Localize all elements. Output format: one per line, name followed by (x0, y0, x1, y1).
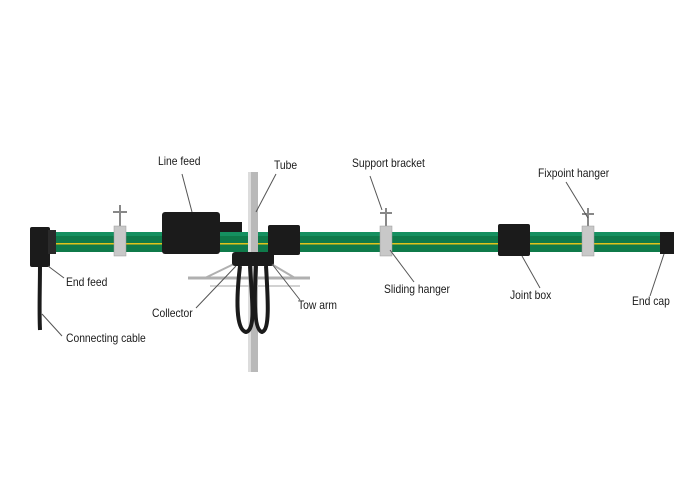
fixpoint-hanger-left (113, 205, 127, 257)
label-joint-box: Joint box (510, 288, 552, 302)
label-end-cap: End cap (632, 294, 670, 308)
collector (232, 252, 274, 335)
label-collector: Collector (152, 306, 193, 320)
sliding-hanger (379, 208, 393, 257)
label-line-feed: Line feed (158, 154, 201, 168)
end-feed (30, 227, 56, 267)
label-sliding-hanger: Sliding hanger (384, 282, 450, 296)
label-support-bracket: Support bracket (352, 156, 425, 170)
fixpoint-hanger-right (581, 208, 595, 257)
conductor-rail (48, 232, 662, 252)
joint-box-left (268, 225, 300, 255)
label-tube: Tube (274, 158, 298, 172)
joint-box (498, 224, 530, 256)
label-connecting-cable: Connecting cable (66, 331, 146, 345)
label-tow-arm: Tow arm (298, 298, 337, 312)
end-cap (660, 232, 674, 254)
line-feed (162, 212, 242, 254)
leader-lines (41, 173, 665, 337)
label-fixpoint-hanger: Fixpoint hanger (538, 166, 610, 180)
label-end-feed: End feed (66, 275, 108, 289)
